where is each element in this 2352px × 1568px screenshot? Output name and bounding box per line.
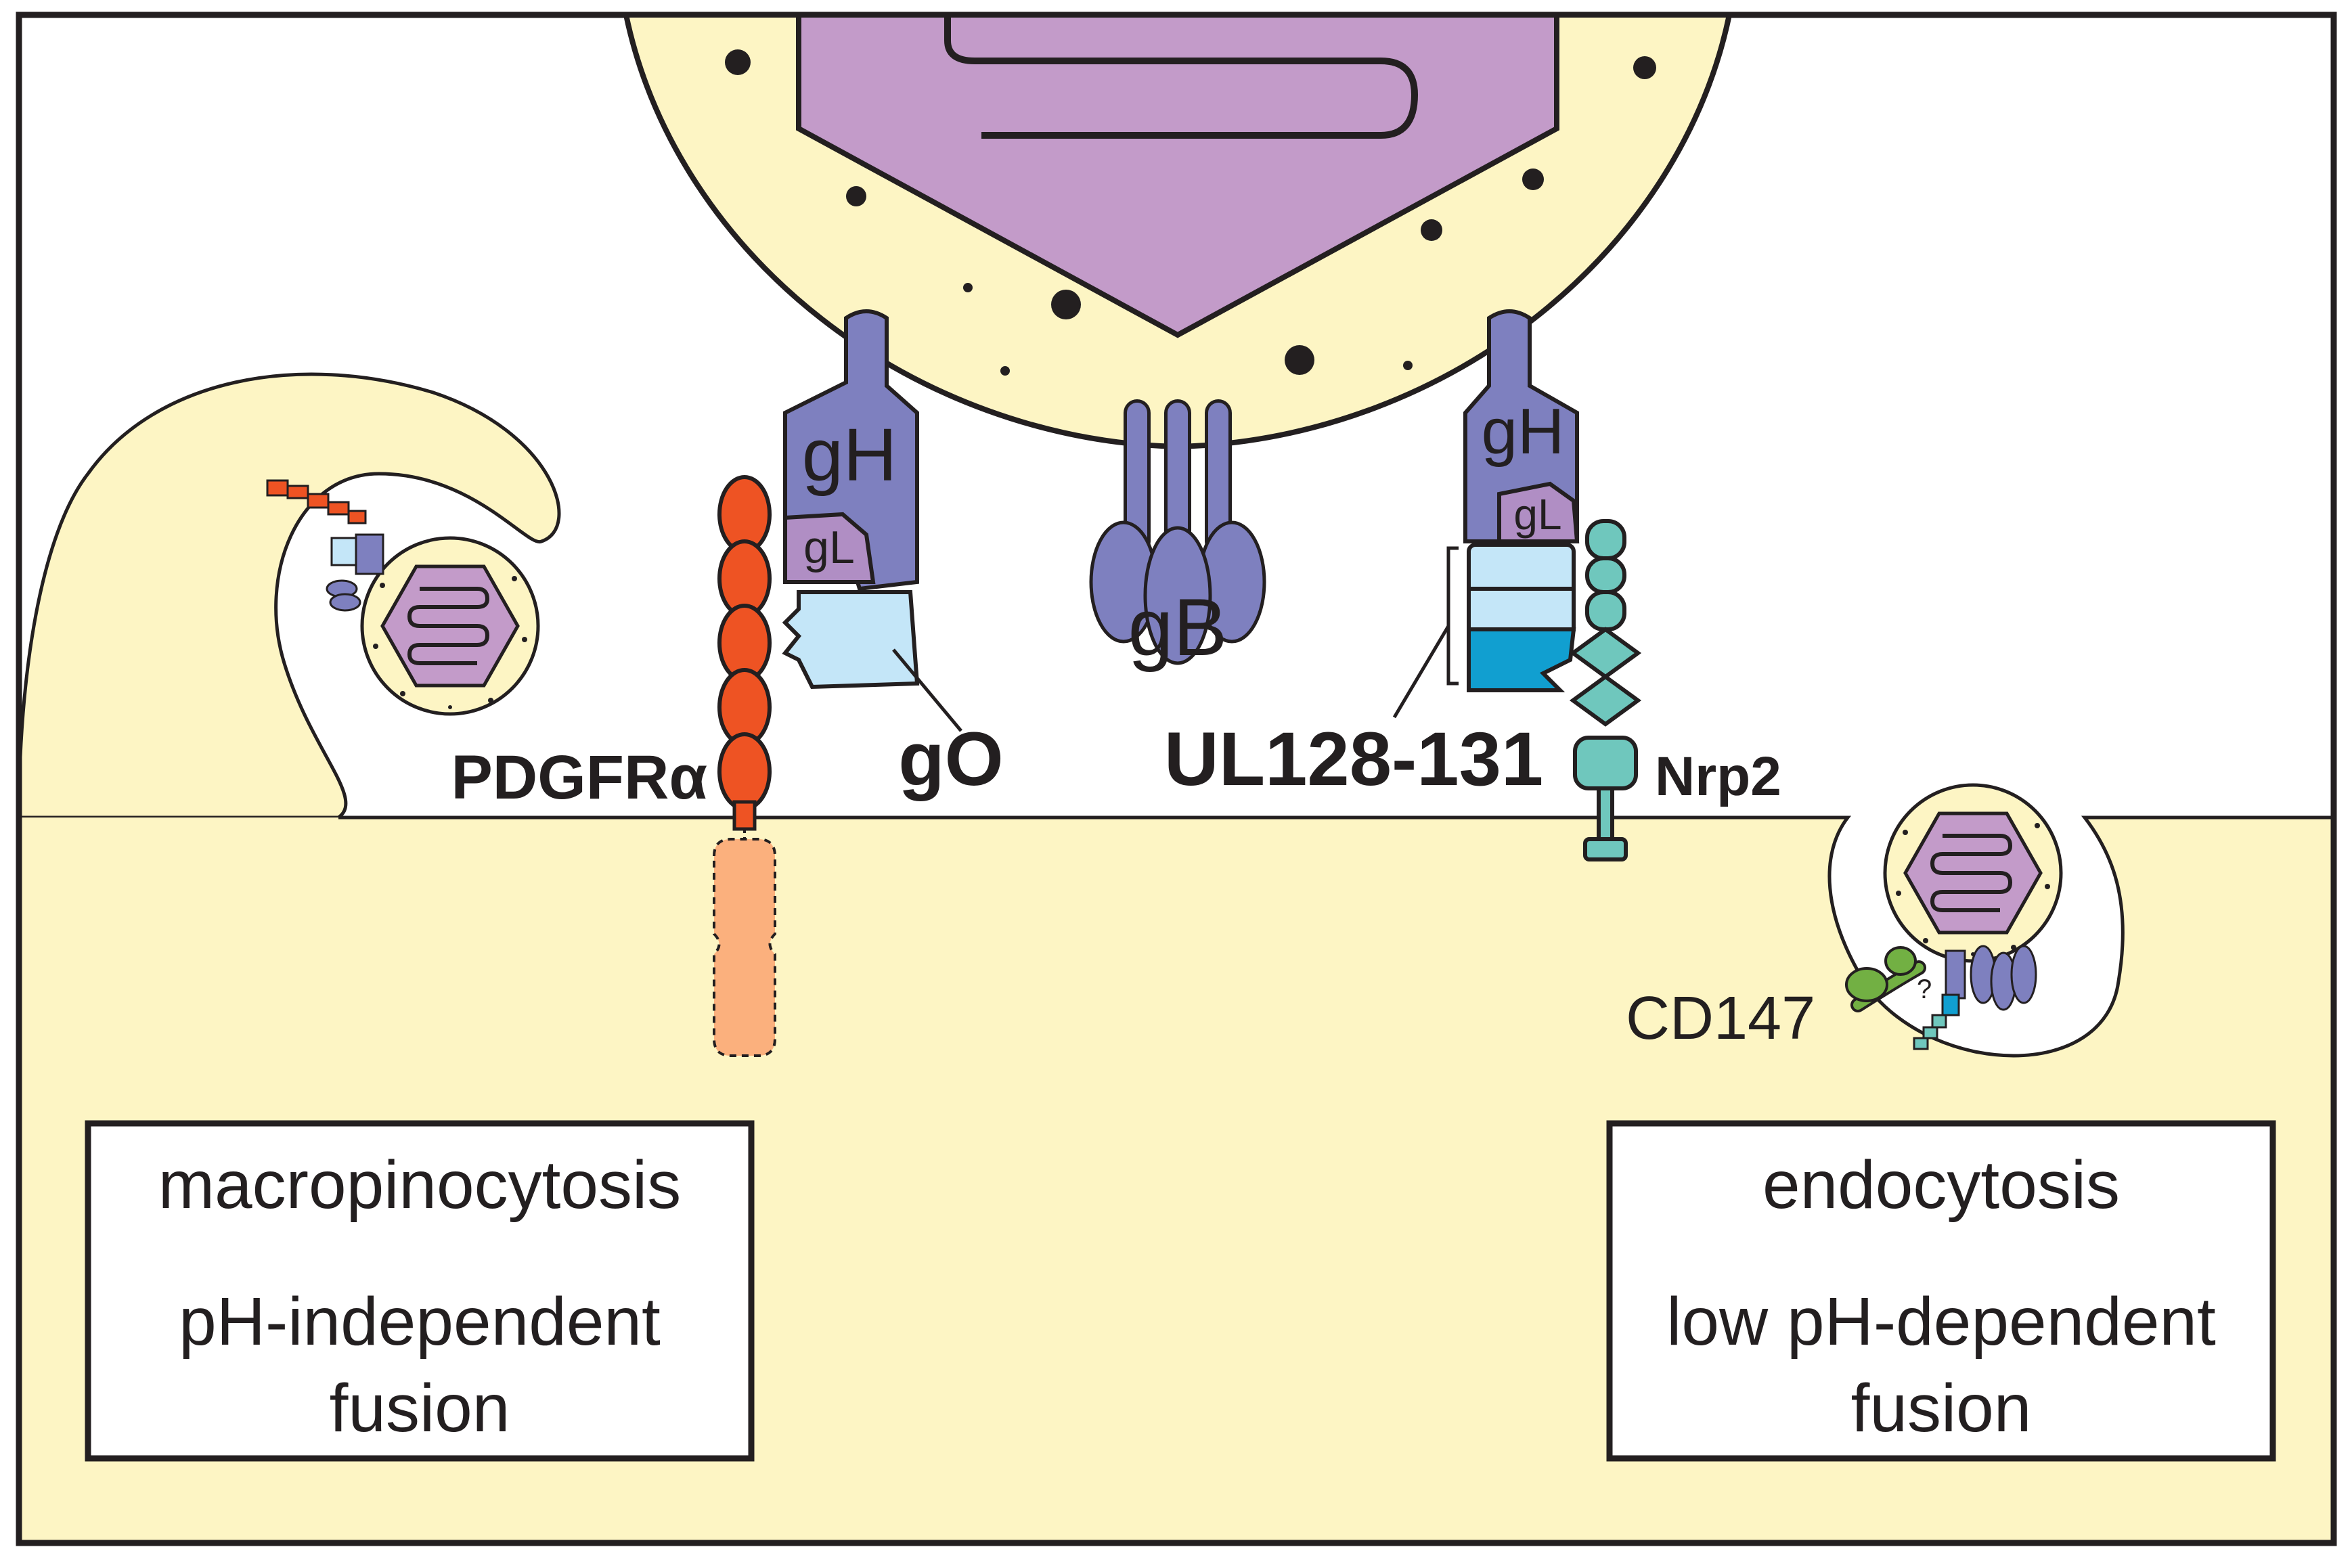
go-label: gO xyxy=(898,717,1004,801)
ul128-leader xyxy=(1392,625,1450,719)
question-mark: ? xyxy=(1917,975,1932,1004)
gl-left xyxy=(783,512,876,584)
right-box-line3: fusion xyxy=(1851,1370,2032,1446)
macropinosome-virion xyxy=(362,538,538,714)
pdgfra-receptor xyxy=(713,475,776,1057)
pdgfra-label: PDGFRα xyxy=(451,743,707,812)
endosome-virion xyxy=(1885,785,2061,961)
plasma-membrane xyxy=(338,815,2334,1058)
nrp2-receptor xyxy=(1569,519,1642,861)
go-left xyxy=(782,590,920,690)
endocytosis-box: endocytosis low pH-dependent fusion xyxy=(1606,1120,2276,1462)
capsid xyxy=(796,12,1559,338)
macropinocytosis-box: macropinocytosis pH-independent fusion xyxy=(85,1120,755,1462)
gh-left-label: gH xyxy=(802,413,897,497)
left-box-line2: pH-independent xyxy=(179,1284,661,1360)
endosome-glycoproteins xyxy=(1913,945,2037,1050)
gl-right xyxy=(1497,481,1580,543)
gb-label: gB xyxy=(1128,582,1228,673)
viral-genome xyxy=(944,15,1419,139)
macropinosome-glycoproteins xyxy=(266,479,384,612)
ul128-label: UL128-131 xyxy=(1164,717,1543,801)
go-leader xyxy=(892,648,962,732)
ul130 xyxy=(1467,587,1576,631)
gh-gl-go-trimer xyxy=(782,309,920,690)
left-box-line1: macropinocytosis xyxy=(158,1147,682,1223)
cd147-receptor xyxy=(1845,946,1926,1012)
gh-gl-ul128-pentamer xyxy=(1446,309,1580,692)
host-cell xyxy=(17,372,561,820)
gl-right-label: gL xyxy=(1513,490,1561,539)
right-box-line2: low pH-dependent xyxy=(1666,1284,2216,1360)
nrp2-label: Nrp2 xyxy=(1655,746,1781,807)
ul131-dark xyxy=(1467,627,1576,692)
right-box-line1: endocytosis xyxy=(1762,1147,2120,1223)
pdgfra-kinase-domain xyxy=(713,838,776,1057)
gh-right-label: gH xyxy=(1482,395,1565,468)
cd147-label: CD147 xyxy=(1626,985,1815,1052)
gl-left-label: gL xyxy=(803,522,855,573)
virion xyxy=(623,12,1733,450)
left-box-line3: fusion xyxy=(330,1370,510,1446)
